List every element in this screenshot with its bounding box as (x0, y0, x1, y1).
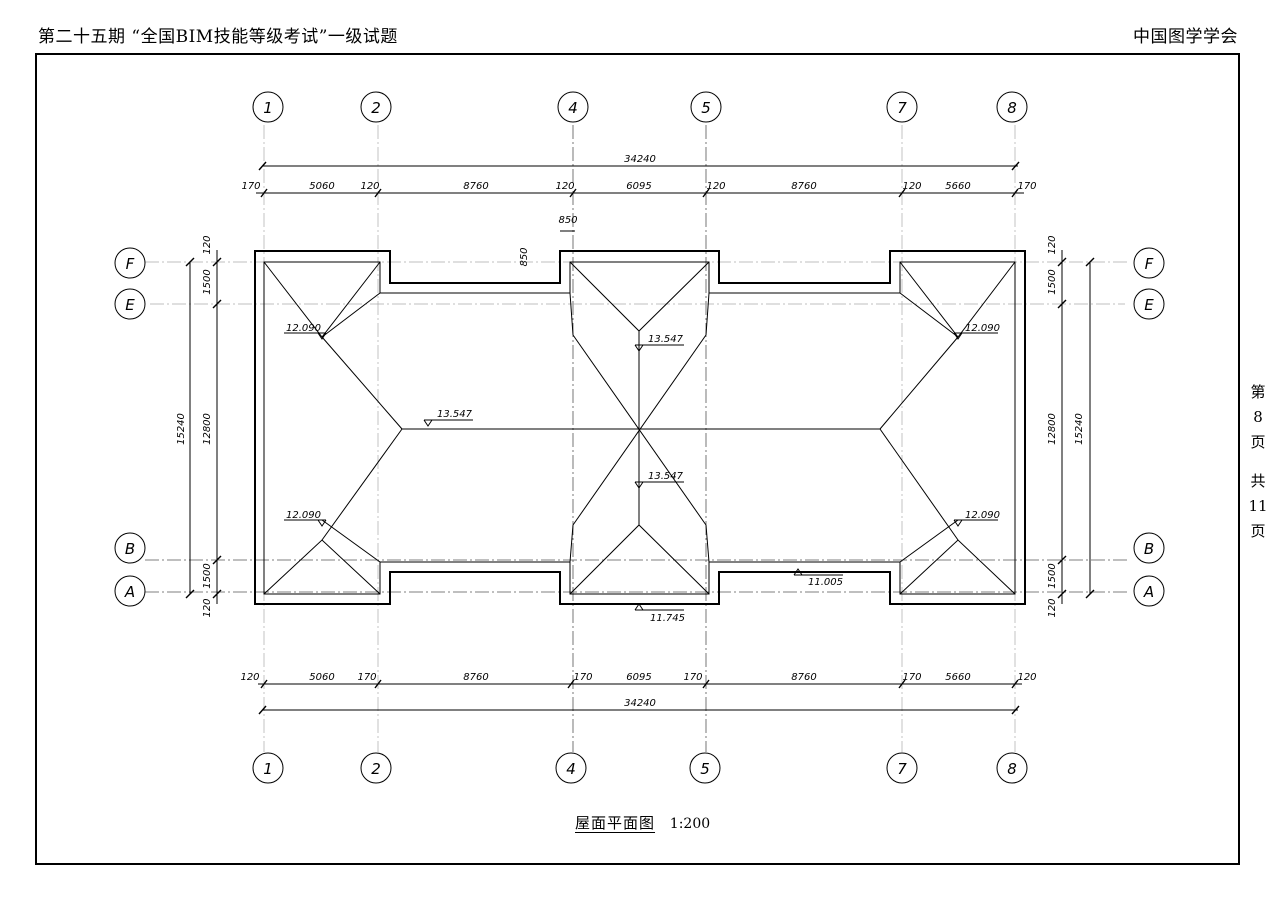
dim-top-seg: 5060 (309, 181, 334, 192)
dim-right-seg: 120 (1047, 235, 1058, 254)
level-se: 12.090 (965, 510, 1000, 521)
total-pages: 11 (1248, 497, 1268, 515)
axis-label: 5 (701, 99, 711, 117)
page-number: 8 (1253, 408, 1263, 426)
page-char-ye: 页 (1250, 433, 1266, 451)
dim-bottom-seg: 120 (1017, 672, 1036, 683)
axis-label: 2 (371, 760, 381, 778)
axis-label: 7 (897, 760, 907, 778)
axis-label: B (1144, 540, 1154, 558)
dim-top-seg: 8760 (463, 181, 488, 192)
dim-right-seg: 1500 (1047, 269, 1058, 294)
dims-bottom: 120 5060 170 8760 170 6095 170 8760 170 … (240, 672, 1037, 715)
axis-bubbles-bottom: 1 2 4 5 7 8 (252, 752, 1028, 784)
dim-bottom-seg: 6095 (626, 672, 651, 683)
dim-left-seg: 120 (202, 598, 213, 617)
page-char-di: 第 (1250, 383, 1266, 401)
grid-lines (145, 125, 1130, 752)
axis-label: 4 (568, 99, 578, 117)
dims-left: 120 1500 12800 1500 120 15240 (176, 235, 222, 618)
axis-label: 2 (371, 99, 381, 117)
dim-top-seg: 120 (902, 181, 921, 192)
level-center-bottom: 13.547 (648, 471, 684, 482)
dim-left-seg: 1500 (202, 269, 213, 294)
dim-bottom-seg: 8760 (463, 672, 488, 683)
dim-top-seg: 120 (555, 181, 574, 192)
level-markers: 12.090 12.090 12.090 12.090 13.547 13.54… (284, 323, 1000, 624)
axis-label: B (125, 540, 135, 558)
level-nw: 12.090 (286, 323, 321, 334)
axis-label: A (124, 583, 135, 601)
dim-top-seg: 8760 (791, 181, 816, 192)
level-ridge-left: 13.547 (437, 409, 473, 420)
dim-top-seg: 120 (706, 181, 725, 192)
axis-bubbles-top: 1 2 4 5 7 8 (252, 91, 1028, 123)
level-eave-bottom: 11.745 (650, 613, 685, 624)
issuer-name: 中国图学学会 (1133, 27, 1238, 47)
axis-label: F (126, 255, 135, 273)
sheet-frame (35, 53, 1240, 865)
dim-bottom-total: 34240 (624, 698, 656, 709)
dim-top-total: 34240 (624, 154, 656, 165)
axis-label: 7 (897, 99, 907, 117)
dim-bottom-seg: 120 (240, 672, 259, 683)
axis-label: 4 (566, 760, 576, 778)
axis-label: A (1143, 583, 1154, 601)
dim-left-total: 15240 (176, 413, 187, 445)
axis-label: 5 (700, 760, 710, 778)
axis-label: F (1145, 255, 1154, 273)
dim-bottom-seg: 5060 (309, 672, 334, 683)
dim-top-seg: 120 (360, 181, 379, 192)
level-sw: 12.090 (286, 510, 321, 521)
dim-top-seg: 170 (241, 181, 260, 192)
level-center-top: 13.547 (648, 334, 684, 345)
drawing-title: 屋面平面图 (575, 814, 656, 832)
dim-bottom-seg: 5660 (945, 672, 970, 683)
exam-title: 第二十五期 “全国BIM技能等级考试”一级试题 (38, 27, 398, 47)
dim-left-seg: 12800 (202, 413, 213, 445)
axis-label: E (1144, 296, 1154, 314)
dims-top: 34240 170 5060 120 8760 120 6095 120 876… (241, 154, 1036, 267)
axis-label: 1 (263, 99, 273, 117)
axis-bubbles-left: F E B A (114, 247, 146, 607)
dim-right-seg: 1500 (1047, 563, 1058, 588)
level-gutter-right: 11.005 (808, 577, 843, 588)
dim-left-seg: 120 (202, 235, 213, 254)
total-char-ye: 页 (1250, 522, 1266, 540)
drawing-title-block: 屋面平面图 1:200 (575, 812, 710, 833)
dim-bottom-seg: 170 (902, 672, 921, 683)
dim-left-seg: 1500 (202, 563, 213, 588)
dim-right-seg: 12800 (1047, 413, 1058, 445)
total-char-gong: 共 (1250, 472, 1266, 490)
axis-label: 8 (1007, 99, 1017, 117)
dim-bottom-seg: 170 (573, 672, 592, 683)
level-ne: 12.090 (965, 323, 1000, 334)
dim-bottom-seg: 170 (357, 672, 376, 683)
dim-top-seg: 170 (1017, 181, 1036, 192)
dim-bottom-seg: 8760 (791, 672, 816, 683)
dim-850-top: 850 (558, 215, 577, 226)
dim-top-seg: 5660 (945, 181, 970, 192)
dim-850-side: 850 (519, 247, 530, 266)
dim-bottom-seg: 170 (683, 672, 702, 683)
axis-label: 1 (263, 760, 273, 778)
dims-right: 120 1500 12800 1500 120 15240 (1047, 235, 1095, 618)
dim-right-total: 15240 (1074, 413, 1085, 445)
page-indicator: 第 8 页 共 11 页 (1248, 380, 1268, 544)
axis-label: E (125, 296, 135, 314)
dim-top-seg: 6095 (626, 181, 651, 192)
drawing-scale: 1:200 (669, 816, 711, 832)
roof-ridges (263, 261, 1016, 595)
axis-bubbles-right: F E B A (1133, 247, 1165, 607)
axis-label: 8 (1007, 760, 1017, 778)
dim-right-seg: 120 (1047, 598, 1058, 617)
